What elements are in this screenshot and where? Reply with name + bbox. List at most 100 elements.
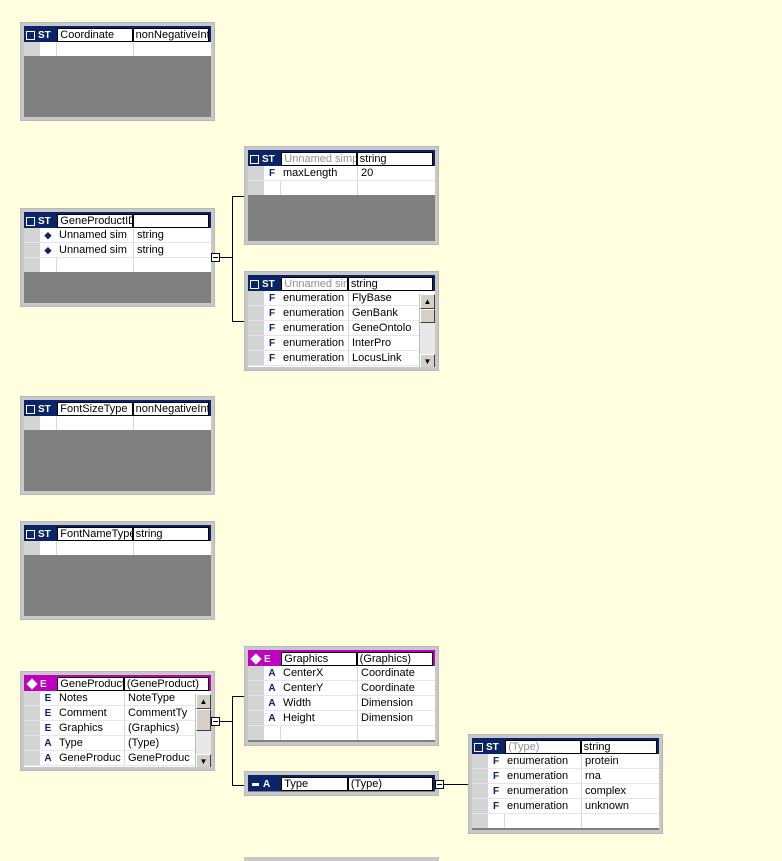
empty-row[interactable] (24, 416, 211, 430)
facet-value[interactable]: protein (581, 754, 659, 768)
attribute-name[interactable]: Width (283, 697, 312, 709)
element-type[interactable]: (Graphics) (356, 652, 433, 666)
empty-row[interactable] (24, 258, 211, 272)
type-name[interactable]: Unnamed sim (281, 277, 348, 291)
element-diamond-icon[interactable] (26, 678, 38, 690)
child-type[interactable]: CommentTy (124, 706, 194, 720)
member-name[interactable]: Unnamed sim (59, 229, 127, 241)
expand-collapse-toggle[interactable] (211, 717, 220, 726)
child-name[interactable]: GeneProduc (59, 752, 121, 764)
facet-name[interactable]: enumeration (283, 292, 345, 304)
scroll-down-button[interactable]: ▼ (420, 354, 435, 367)
type-name[interactable]: Unnamed simpl (281, 152, 357, 166)
facet-value[interactable]: 20 (357, 166, 435, 180)
geneproductid-header[interactable]: ST GeneProductID (24, 212, 211, 228)
element-name[interactable]: GeneProduct (57, 677, 124, 691)
facet-name[interactable]: maxLength (283, 167, 338, 179)
checkbox-icon[interactable] (250, 279, 259, 289)
attribute-name[interactable]: CenterY (283, 682, 324, 694)
attribute-name[interactable]: Type (281, 777, 348, 791)
facet-name[interactable]: enumeration (283, 322, 345, 334)
child-name[interactable]: Notes (59, 692, 88, 704)
base-type[interactable] (132, 214, 209, 228)
facet-value[interactable]: GenBank (348, 306, 418, 320)
type-name[interactable]: FontNameType (57, 527, 133, 541)
facet-name[interactable]: enumeration (283, 352, 345, 364)
attribute-type[interactable]: Coordinate (357, 666, 435, 680)
base-type[interactable]: string (580, 740, 657, 754)
fontnametype-box[interactable]: ST FontNameType string (20, 521, 215, 620)
scroll-up-button[interactable]: ▲ (420, 294, 435, 309)
attribute-type[interactable]: Coordinate (357, 681, 435, 695)
base-type[interactable]: string (132, 527, 209, 541)
fontnametype-header[interactable]: ST FontNameType string (24, 525, 211, 541)
attribute-name[interactable]: Height (283, 712, 315, 724)
attribute-type[interactable]: Dimension (357, 696, 435, 710)
scroll-down-button[interactable]: ▼ (196, 754, 211, 767)
fontsizetype-box[interactable]: ST FontSizeType nonNegativeInt (20, 396, 215, 495)
facet-name[interactable]: enumeration (507, 785, 569, 797)
facet-name[interactable]: enumeration (507, 755, 569, 767)
type-attribute-header[interactable]: A Type (Type) (248, 775, 435, 791)
member-type[interactable]: string (133, 228, 211, 242)
base-type[interactable]: nonNegativeInt (132, 28, 209, 42)
collapse-icon[interactable] (252, 782, 259, 786)
scroll-up-button[interactable]: ▲ (196, 694, 211, 709)
child-type[interactable]: NoteType (124, 691, 194, 705)
attribute-type[interactable]: (Type) (347, 777, 433, 791)
facet-value[interactable]: unknown (581, 799, 659, 813)
checkbox-icon[interactable] (26, 404, 35, 414)
type-name[interactable]: GeneProductID (57, 214, 133, 228)
child-name[interactable]: Type (59, 737, 83, 749)
enumeration-header[interactable]: ST Unnamed sim string (248, 275, 435, 291)
element-type[interactable]: (GeneProduct) (123, 677, 209, 691)
empty-row[interactable] (24, 541, 211, 555)
empty-row[interactable] (248, 726, 435, 740)
graphics-header[interactable]: E Graphics (Graphics) (248, 650, 435, 666)
child-name[interactable]: Graphics (59, 722, 104, 734)
facet-name[interactable]: enumeration (283, 337, 345, 349)
coordinate-header[interactable]: ST Coordinate nonNegativeInt (24, 26, 211, 42)
checkbox-icon[interactable] (26, 216, 35, 226)
vertical-scrollbar[interactable]: ▲ ▼ (195, 694, 211, 767)
checkbox-icon[interactable] (26, 30, 35, 40)
facet-value[interactable]: rna (581, 769, 659, 783)
facet-value[interactable]: InterPro (348, 336, 418, 350)
base-type[interactable]: nonNegativeInt (132, 402, 209, 416)
empty-row[interactable] (472, 814, 659, 828)
type-name[interactable]: (Type) (505, 740, 581, 754)
empty-row[interactable] (248, 181, 435, 195)
member-type[interactable]: string (133, 243, 211, 257)
expand-collapse-toggle[interactable] (211, 253, 220, 262)
maxlength-header[interactable]: ST Unnamed simpl string (248, 150, 435, 166)
vertical-scrollbar[interactable]: ▲ ▼ (419, 294, 435, 367)
expand-collapse-toggle[interactable] (435, 780, 444, 789)
checkbox-icon[interactable] (474, 742, 483, 752)
facet-value[interactable]: complex (581, 784, 659, 798)
fontsizetype-header[interactable]: ST FontSizeType nonNegativeInt (24, 400, 211, 416)
child-type[interactable]: GeneProduc (124, 751, 194, 765)
facet-name[interactable]: enumeration (507, 770, 569, 782)
element-name[interactable]: Graphics (281, 652, 357, 666)
facet-name[interactable]: enumeration (507, 800, 569, 812)
facet-value[interactable]: FlyBase (348, 291, 418, 305)
